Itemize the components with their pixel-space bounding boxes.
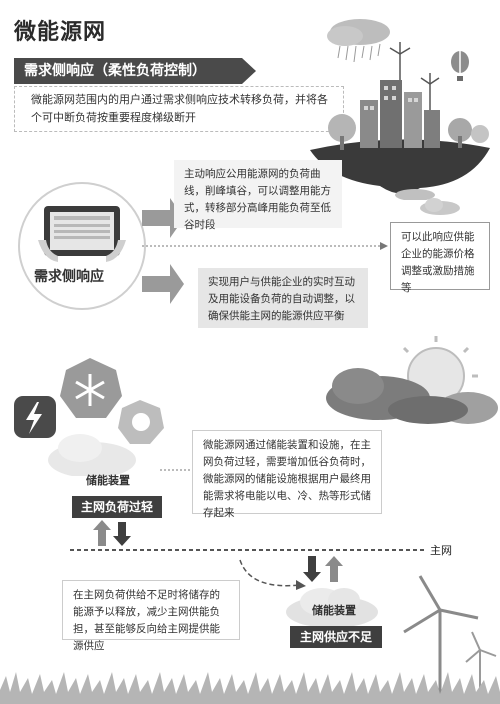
energy-icons bbox=[14, 358, 164, 476]
info-box-storage-charge: 微能源网通过储能装置和设施，在主网负荷过轻，需要增加低谷负荷时，微能源网的储能设… bbox=[192, 430, 382, 519]
sun-icon bbox=[118, 400, 164, 444]
intro-text: 微能源网范围内的用户通过需求侧响应技术转移负荷，并将各个可中断负荷按重要程度梯级… bbox=[14, 86, 344, 132]
info-box-realtime-interaction: 实现用户与供能企业的实时互动及用能设备负荷的自动调整，以确保供能主网的能源供应平… bbox=[198, 268, 368, 328]
page-title: 微能源网 bbox=[14, 20, 107, 45]
sun-cloud-illustration bbox=[326, 336, 498, 424]
storage-cloud-right-icon bbox=[286, 588, 378, 628]
hot-air-balloon-icon bbox=[451, 51, 469, 81]
section-heading: 需求侧响应（柔性负荷控制） bbox=[14, 58, 256, 84]
floating-city-illustration bbox=[310, 19, 490, 200]
tablet-icon bbox=[38, 206, 126, 262]
tablet-label: 需求侧响应 bbox=[34, 269, 104, 285]
label-supply-short: 主网供应不足 bbox=[290, 626, 382, 648]
info-box-storage-release: 在主网负荷供给不足时将储存的能源予以释放，减少主网供能负担，甚至能够反向给主网提… bbox=[62, 580, 240, 652]
main-grid-label: 主网 bbox=[430, 544, 452, 557]
info-box-price-response: 可以此响应供能企业的能源价格调整或激励措施等 bbox=[390, 222, 490, 294]
wind-turbine-icon bbox=[389, 42, 440, 110]
storage-cloud-right-label: 储能装置 bbox=[312, 604, 356, 617]
snowflake-icon bbox=[60, 358, 122, 418]
storage-cloud-left-label: 储能装置 bbox=[86, 474, 130, 487]
label-overload-light: 主网负荷过轻 bbox=[72, 496, 162, 518]
rain-cloud-icon bbox=[327, 19, 390, 63]
lightning-icon bbox=[14, 396, 56, 438]
grass-decoration bbox=[0, 672, 500, 704]
small-cloud-icon bbox=[420, 198, 460, 215]
info-box-peak-shaving: 主动响应公用能源网的负荷曲线，削峰填谷，可以调整用能方式，转移部分高峰用能负荷至… bbox=[174, 160, 342, 231]
